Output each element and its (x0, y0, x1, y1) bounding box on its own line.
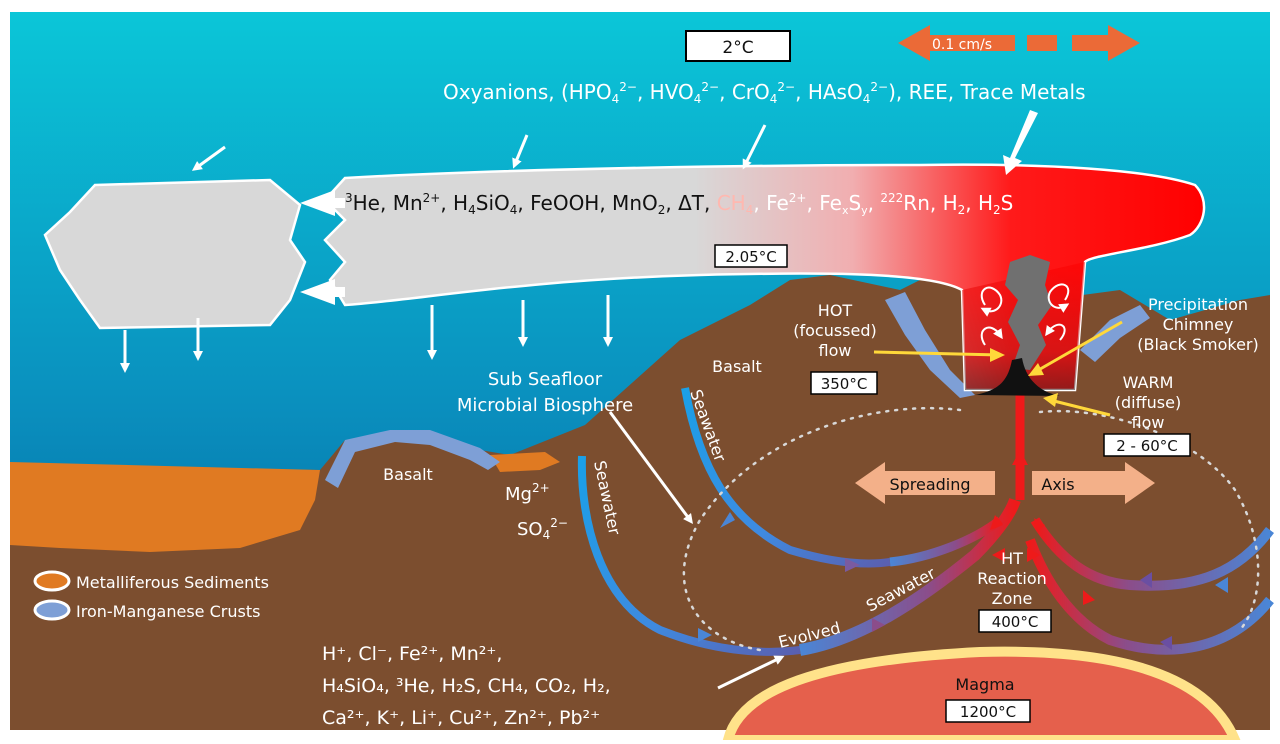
ambient-temp-box (685, 30, 791, 62)
ht-label-3: Zone (992, 589, 1033, 608)
basalt-label-right: Basalt (712, 357, 762, 376)
plume-drift-arrow-lower (300, 279, 345, 305)
magma-temp-box (945, 699, 1031, 723)
ht-temp-box (978, 609, 1052, 633)
legend-swatch-sediment (33, 570, 71, 592)
evolved-flow-left (799, 497, 1021, 656)
big-scavenging-arrow (1003, 110, 1038, 175)
spreading-label: Spreading (889, 475, 970, 494)
legend: Metalliferous Sediments Iron-Manganese C… (33, 570, 269, 621)
basalt-label-left: Basalt (383, 465, 433, 484)
black-smoker-chimney (975, 358, 1060, 396)
plume-drift-arrow-upper (300, 190, 345, 216)
plume-cloud-detached (43, 178, 307, 330)
vent-fluid-line-3: Ca²⁺, K⁺, Li⁺, Cu²⁺, Zn²⁺, Pb²⁺ (322, 707, 600, 729)
plume-swirl-arrows (980, 283, 1070, 346)
plume-temp: 2.05°C (725, 248, 776, 266)
legend-swatch-crust (33, 599, 71, 621)
hot-temp-box (810, 371, 878, 395)
plume-chemistry-text: 3He, Mn2+, H4SiO4, FeOOH, MnO2, ΔT, CH4,… (345, 191, 1013, 217)
warm-label-2: (diffuse) (1115, 393, 1181, 412)
seawater-flow-mid (681, 387, 891, 568)
magma-label: Magma (955, 675, 1014, 694)
seawater-flow-left (577, 455, 801, 656)
evolved-flow-right (1030, 517, 1274, 591)
vent-fluid-line-1: H⁺, Cl⁻, Fe²⁺, Mn²⁺, (322, 643, 502, 665)
oxyanions-text: Oxyanions, (HPO42−, HVO42−, CrO42−, HAsO… (443, 80, 1086, 106)
legend-label-crust: Iron-Manganese Crusts (76, 602, 260, 621)
fe-mn-crust-right2 (1080, 305, 1150, 362)
biosphere-label-1: Sub Seafloor (488, 369, 603, 390)
current-speed-arrow (898, 25, 1140, 61)
ht-temp: 400°C (992, 613, 1039, 631)
ht-label-1: HT (1001, 549, 1023, 568)
settling-arrows (120, 124, 767, 373)
precip-label-2: Chimney (1163, 315, 1234, 334)
warm-temp-box (1103, 433, 1191, 457)
axis-label: Axis (1041, 475, 1074, 494)
warm-temp: 2 - 60°C (1116, 437, 1178, 455)
spreading-arrow-left (855, 462, 995, 504)
ht-label-2: Reaction (977, 569, 1047, 588)
smoke-column (1005, 255, 1052, 370)
magma-chamber (721, 646, 1243, 744)
hot-temp: 350°C (821, 375, 868, 393)
metalliferous-sediment-small (490, 452, 560, 472)
warm-label-1: WARM (1123, 373, 1174, 392)
yellow-callout-arrows (873, 320, 1123, 417)
so4-ion-label: SO42− (517, 516, 568, 542)
hot-flow-label-1: HOT (818, 301, 853, 320)
circulation-right (1038, 409, 1260, 632)
legend-label-sediment: Metalliferous Sediments (76, 573, 269, 592)
mg-ion-label: Mg2+ (505, 481, 550, 505)
hot-flow-label-3: flow (819, 341, 852, 360)
plume-temp-box (714, 244, 788, 268)
fe-mn-crust-left (325, 430, 500, 488)
fe-mn-crust-right1 (885, 292, 975, 398)
flow-direction-arrowheads (698, 450, 1228, 650)
pointer-arrows (608, 411, 785, 690)
precip-label-3: (Black Smoker) (1137, 335, 1259, 354)
precip-label-1: Precipitation (1148, 295, 1248, 314)
magma-temp: 1200°C (960, 703, 1016, 721)
biosphere-label-2: Microbial Biosphere (457, 395, 633, 416)
current-speed-label: 0.1 cm/s (932, 37, 992, 53)
circulation-left (682, 406, 962, 652)
metalliferous-sediment (10, 462, 320, 552)
hot-flow-label-2: (focussed) (793, 321, 877, 340)
spreading-arrow-right (1032, 462, 1155, 504)
evolved-flow-right2 (1025, 538, 1274, 655)
ambient-temp: 2°C (722, 38, 753, 58)
warm-label-3: flow (1132, 413, 1165, 432)
vent-fluid-line-2: H₄SiO₄, ³He, H₂S, CH₄, CO₂, H₂, (322, 675, 611, 697)
